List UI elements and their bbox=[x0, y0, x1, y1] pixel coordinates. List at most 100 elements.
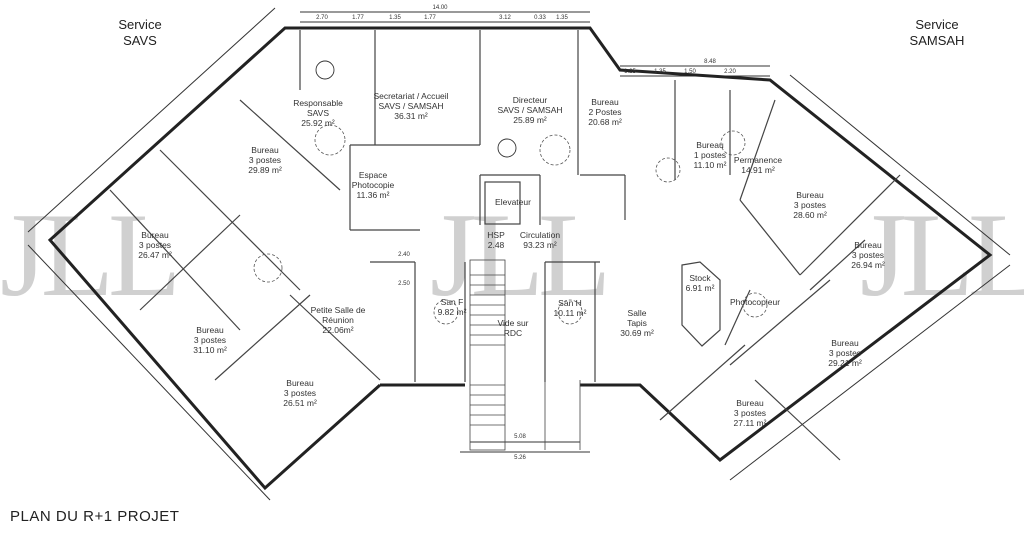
dimension-label: 1.77 bbox=[352, 15, 364, 21]
room-label-line: 3 postes bbox=[828, 348, 862, 358]
room-label-line: Responsable bbox=[293, 98, 343, 108]
dimension-label: 8.48 bbox=[704, 59, 716, 65]
room-label-line: 25.92 m² bbox=[301, 118, 335, 128]
room-label: Photocopieur bbox=[730, 297, 780, 307]
room-label-line: Circulation bbox=[519, 230, 561, 240]
room-label-line: Bureau bbox=[141, 230, 169, 240]
dimension-label: 0.33 bbox=[534, 15, 546, 21]
room-label-line: 3 postes bbox=[283, 388, 317, 398]
room-label-line: Bureau bbox=[796, 190, 824, 200]
interior-walls bbox=[109, 30, 901, 461]
room-label-line: 9.82 m² bbox=[437, 307, 467, 317]
dimension-label: 14.00 bbox=[432, 5, 448, 11]
room-label-line: HSP bbox=[487, 230, 505, 240]
room-label-line: 2.48 bbox=[487, 240, 505, 250]
watermark-center: JLL bbox=[430, 188, 611, 321]
room-label-line: 26.94 m² bbox=[851, 260, 885, 270]
room-label-line: Secretariat / Accueil bbox=[373, 91, 449, 101]
dimension-line bbox=[789, 74, 1011, 256]
room-label-line: 6.91 m² bbox=[685, 283, 715, 293]
room-label-line: 11.36 m² bbox=[356, 190, 390, 200]
room-label-line: 29.89 m² bbox=[248, 165, 282, 175]
room-label-line: 3 postes bbox=[248, 155, 282, 165]
door-swings bbox=[253, 124, 768, 325]
room-label-line: Bureau bbox=[286, 378, 314, 388]
dimension-label: 1.77 bbox=[424, 15, 436, 21]
room-label-line: 26.51 m² bbox=[283, 398, 317, 408]
room-label-line: Bureau bbox=[854, 240, 882, 250]
room-label-line: 31.10 m² bbox=[193, 345, 227, 355]
room-label-line: 28.60 m² bbox=[793, 210, 827, 220]
room-label-line: Stock bbox=[689, 273, 711, 283]
room-label-line: 2 Postes bbox=[588, 107, 622, 117]
room-label: Elevateur bbox=[495, 197, 531, 207]
room-label-line: RDC bbox=[503, 328, 523, 338]
room-label-line: 3 postes bbox=[193, 335, 227, 345]
room-label-line: Directeur bbox=[512, 95, 548, 105]
dimension-line bbox=[27, 7, 276, 233]
dimension-label: 5.08 bbox=[514, 434, 526, 440]
room-label-line: 26.47 m² bbox=[138, 250, 172, 260]
room-label-line: Bureau bbox=[591, 97, 619, 107]
room-label-line: SAVS / SAMSAH bbox=[497, 105, 563, 115]
room-label-line: SAVS / SAMSAH bbox=[378, 101, 444, 111]
room-label-line: 3 postes bbox=[793, 200, 827, 210]
plan-title: PLAN DU R+1 PROJET bbox=[10, 508, 180, 525]
room-label-line: Bureau bbox=[251, 145, 279, 155]
room-label-line: 25.89 m² bbox=[513, 115, 547, 125]
watermark-left: JLL bbox=[0, 188, 181, 321]
room-label-line: San H bbox=[558, 298, 582, 308]
room-label-line: Bureau bbox=[831, 338, 859, 348]
room-label-line: 29.21 m² bbox=[828, 358, 862, 368]
staircase bbox=[469, 259, 581, 451]
dimension-label: 2.20 bbox=[724, 69, 736, 75]
room-label-line: 3 postes bbox=[138, 240, 172, 250]
dimension-label: 2.40 bbox=[398, 252, 410, 258]
room-label-line: 14.91 m² bbox=[741, 165, 775, 175]
room-label-line: 22.06m² bbox=[322, 325, 354, 335]
room-label-line: Réunion bbox=[322, 315, 354, 325]
room-label-line: Espace bbox=[358, 170, 388, 180]
dimension-line bbox=[27, 244, 271, 501]
room-label-line: SAVS bbox=[306, 108, 330, 118]
dimension-label: 3.12 bbox=[499, 15, 511, 21]
watermark-right: JLL bbox=[860, 188, 1024, 321]
room-label-line: Photocopieur bbox=[729, 297, 781, 307]
dimension-label: 2.50 bbox=[398, 281, 410, 287]
dimension-line bbox=[729, 264, 1011, 481]
room-label-line: 20.68 m² bbox=[588, 117, 622, 127]
room-label-line: 27.11 m² bbox=[733, 418, 767, 428]
dimension-label: 5.26 bbox=[514, 455, 526, 461]
room-label-line: Salle bbox=[627, 308, 647, 318]
dimension-label: 1.50 bbox=[684, 69, 696, 75]
room-label-line: Bureau bbox=[696, 140, 724, 150]
meeting-tables bbox=[315, 60, 517, 158]
room-label-line: Tapis bbox=[627, 318, 647, 328]
room-label-line: 3 postes bbox=[733, 408, 767, 418]
dimension-label: 1.35 bbox=[556, 15, 568, 21]
room-label-line: Permanence bbox=[733, 155, 783, 165]
room-label-line: 30.69 m² bbox=[620, 328, 654, 338]
